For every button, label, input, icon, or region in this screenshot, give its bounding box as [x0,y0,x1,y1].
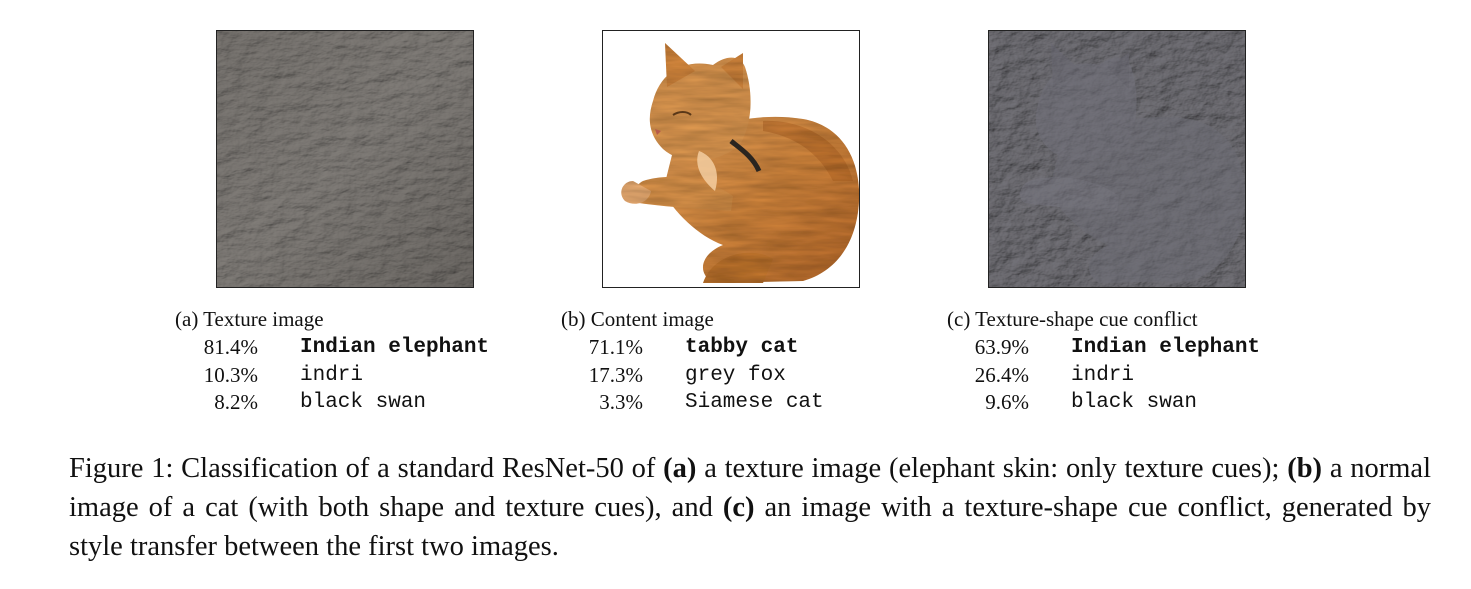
prediction-label: grey fox [685,363,786,387]
prediction-pct: 71.1% [588,335,643,360]
prediction-row: 81.4% Indian elephant [168,334,489,362]
figure-caption: Figure 1: Classification of a standard R… [69,449,1431,566]
prediction-label: indri [1071,363,1135,387]
prediction-label: Indian elephant [1071,336,1261,360]
caption-prefix: Figure 1: Classification of a standard R… [69,453,664,484]
caption-a: (a) Texture image [175,307,324,331]
predictions-c: 63.9% Indian elephant 26.4% indri 9.6% b… [939,334,1260,417]
prediction-pct: 3.3% [599,390,643,415]
texture-image [216,30,474,288]
prediction-label: Siamese cat [685,391,824,415]
predictions-a: 81.4% Indian elephant 10.3% indri 8.2% b… [168,334,489,417]
prediction-label: tabby cat [685,336,799,360]
prediction-row: 71.1% tabby cat [553,334,824,362]
prediction-row: 8.2% black swan [168,389,489,417]
prediction-pct: 63.9% [974,335,1029,360]
prediction-pct: 26.4% [974,362,1029,387]
elephant-skin-image [217,31,473,287]
predictions-b: 71.1% tabby cat 17.3% grey fox 3.3% Siam… [553,334,824,417]
prediction-row: 3.3% Siamese cat [553,389,824,417]
cue-conflict-image [988,30,1246,288]
content-image [602,30,860,288]
prediction-pct: 10.3% [203,362,258,387]
caption-marker-a: (a) [663,453,697,484]
tabby-cat-image [603,31,859,287]
prediction-row: 9.6% black swan [939,389,1260,417]
caption-text-c: an image with a texture-shape cue confli… [69,492,1431,562]
prediction-row: 10.3% indri [168,362,489,390]
caption-marker-c: (c) [722,492,755,523]
prediction-label: Indian elephant [300,336,490,360]
prediction-row: 26.4% indri [939,362,1260,390]
caption-b: (b) Content image [561,307,714,331]
prediction-pct: 17.3% [588,362,643,387]
stylized-cat-image [989,31,1245,287]
caption-c: (c) Texture-shape cue conflict [947,307,1198,331]
prediction-row: 63.9% Indian elephant [939,334,1260,362]
prediction-label: black swan [1071,391,1198,415]
prediction-pct: 81.4% [203,335,258,360]
caption-text-a: a texture image (elephant skin: only tex… [696,453,1288,484]
caption-text-b: a normal image of a cat (with both shape… [69,453,1431,523]
prediction-pct: 8.2% [214,390,258,415]
caption-marker-b: (b) [1287,453,1323,484]
prediction-label: indri [300,363,364,387]
prediction-pct: 9.6% [985,390,1029,415]
prediction-row: 17.3% grey fox [553,362,824,390]
prediction-label: black swan [300,391,427,415]
